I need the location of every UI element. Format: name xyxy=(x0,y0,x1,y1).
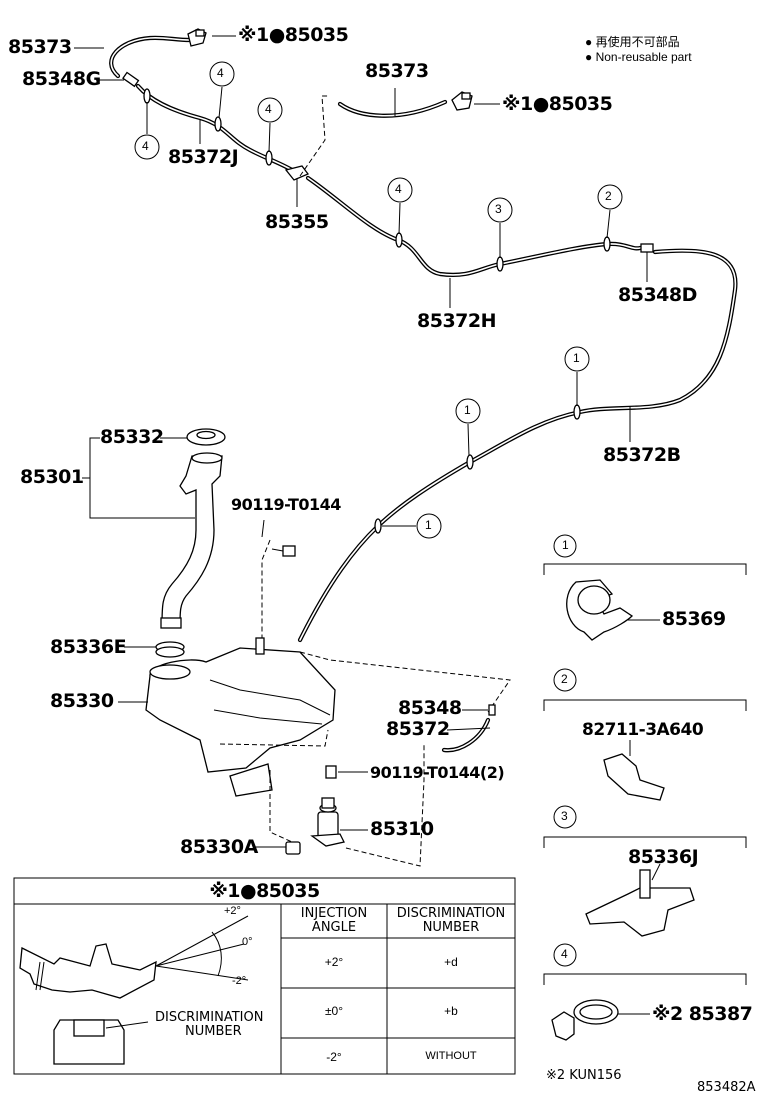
label-85372: 85372 xyxy=(386,718,450,740)
panel-3-num: 3 xyxy=(561,809,568,823)
callout-leaders xyxy=(146,86,611,527)
panel-1-num: 1 xyxy=(562,538,569,552)
callout-1b: 1 xyxy=(464,403,471,417)
detail-box xyxy=(13,877,516,1075)
callout-1a: 1 xyxy=(573,351,580,365)
label-85348D: 85348D xyxy=(618,284,697,306)
label-90119-T0144: 90119-T0144 xyxy=(231,495,341,514)
callout-4a: 4 xyxy=(142,139,149,153)
label-85035-mid: ※1●85035 xyxy=(502,93,613,115)
legend-en: ● Non-reusable part xyxy=(585,50,692,64)
callout-4d: 4 xyxy=(395,182,402,196)
panel-3-part: 85336J xyxy=(628,846,699,868)
callout-3: 3 xyxy=(495,202,502,216)
clamp-85387 xyxy=(551,999,650,1041)
panel-4-num: 4 xyxy=(561,947,568,961)
tank-85330 xyxy=(118,637,336,797)
joint-85348D xyxy=(640,243,654,253)
clip-85369 xyxy=(566,579,660,641)
panel-4-part: ※2 85387 xyxy=(652,1003,753,1025)
nozzle-85035-mid xyxy=(451,91,473,111)
label-85332: 85332 xyxy=(100,426,164,448)
label-85301: 85301 xyxy=(20,466,84,488)
grommet-85336E xyxy=(124,641,185,658)
hose-85372-small xyxy=(441,704,496,753)
panel-2-part: 82711-3A640 xyxy=(582,720,704,740)
cell-disc-b: +b xyxy=(444,1004,458,1018)
figure-id: 853482A xyxy=(697,1080,756,1095)
label-85372B: 85372B xyxy=(603,444,681,466)
bolt-90119-top xyxy=(261,519,296,557)
nozzle-85035-top xyxy=(187,28,207,47)
cell-angle-minus: -2° xyxy=(326,1050,342,1064)
cell-angle-zero: ±0° xyxy=(324,1004,344,1018)
label-85355: 85355 xyxy=(265,211,329,233)
callout-4c: 4 xyxy=(265,102,272,116)
label-85336E: 85336E xyxy=(50,636,127,658)
joint-85355 xyxy=(284,165,310,181)
filler-pipe xyxy=(160,452,223,629)
label-85330A: 85330A xyxy=(180,836,258,858)
detail-title: ※1●85035 xyxy=(209,880,320,902)
label-85373-mid: 85373 xyxy=(365,60,429,82)
disc-label-1: DISCRIMINATION xyxy=(155,1010,264,1025)
pump-85310 xyxy=(310,797,368,847)
label-leaders xyxy=(74,35,648,442)
cell-angle-plus: +2° xyxy=(324,955,344,969)
callout-4b: 4 xyxy=(217,66,224,80)
label-85372J: 85372J xyxy=(168,146,239,168)
th-angle: ANGLE xyxy=(311,920,357,935)
grommet-85330A xyxy=(254,841,301,855)
hose-85372H xyxy=(305,175,643,277)
footnote: ※2 KUN156 xyxy=(546,1068,622,1083)
th-discrimination: DISCRIMINATION xyxy=(396,906,506,921)
angle-minus-label: -2° xyxy=(232,975,247,987)
label-85310: 85310 xyxy=(370,818,434,840)
callout-1c: 1 xyxy=(425,518,432,532)
panel-1-part: 85369 xyxy=(662,608,726,630)
cell-disc-d: +d xyxy=(444,955,458,969)
clip-82711-3A640 xyxy=(603,740,665,801)
cap-85332 xyxy=(186,428,226,446)
cell-disc-without: WITHOUT xyxy=(425,1050,477,1062)
disc-label-2: NUMBER xyxy=(185,1024,242,1039)
label-85348G: 85348G xyxy=(22,68,101,90)
label-85372H: 85372H xyxy=(417,310,497,332)
right-panels xyxy=(543,534,747,985)
angle-zero-label: 0° xyxy=(242,936,253,948)
label-85373-top: 85373 xyxy=(8,36,72,58)
th-number: NUMBER xyxy=(422,920,480,935)
hose-85373-top xyxy=(109,35,193,79)
th-injection: INJECTION xyxy=(300,906,368,921)
bolt-90119-lower xyxy=(325,765,368,779)
hose-85373-mid xyxy=(337,99,448,118)
hose-clamps xyxy=(143,88,611,534)
legend-jp: ● 再使用不可部品 xyxy=(585,35,680,49)
label-85330: 85330 xyxy=(50,690,114,712)
label-90119-T0144-2: 90119-T0144(2) xyxy=(370,763,505,782)
th-injection-angle: INJECTION ANGLE xyxy=(281,907,387,935)
callout-circles xyxy=(134,61,623,539)
joint-85348G xyxy=(122,71,140,88)
label-85348: 85348 xyxy=(398,697,462,719)
callout-2: 2 xyxy=(605,189,612,203)
label-85035-top: ※1●85035 xyxy=(238,24,349,46)
angle-plus-label: +2° xyxy=(224,905,241,917)
th-discrimination-number: DISCRIMINATION NUMBER xyxy=(387,907,515,935)
panel-2-num: 2 xyxy=(561,672,568,686)
clip-85336J xyxy=(585,863,695,937)
